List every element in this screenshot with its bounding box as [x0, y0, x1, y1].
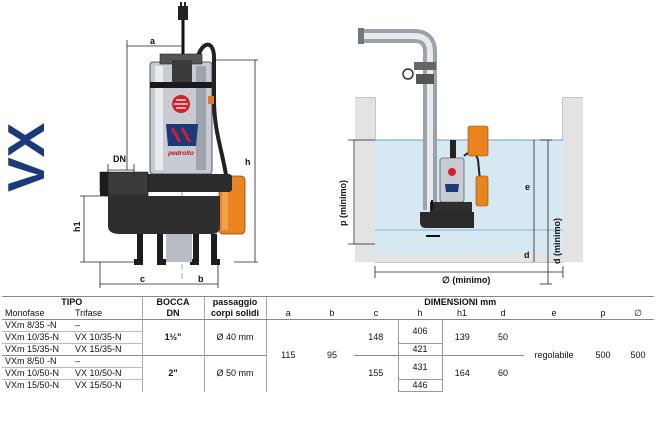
passaggio-value: Ø 50 mm [203, 355, 266, 392]
dim-diam-value: 500 [630, 350, 646, 361]
dim-h1-value: 164 [454, 368, 470, 379]
header-tipo: TIPO [2, 296, 142, 308]
header-h1: h1 [442, 308, 482, 320]
header-d: d [482, 308, 524, 320]
dim-diameter-label: ∅ (minimo) [442, 275, 490, 285]
dim-c-value: 155 [368, 368, 384, 379]
model-mono: VXm 15/35-N [5, 344, 60, 354]
pump-brand-label: pedrollo [167, 150, 194, 157]
dim-p-value: 500 [595, 350, 611, 361]
dim-b-label: b [198, 274, 204, 284]
header-bocca: BOCCA [141, 296, 204, 308]
table-row: VXm 15/50-N VX 15/50-N 446 [2, 379, 654, 392]
passaggio-value: Ø 40 mm [203, 319, 266, 356]
dim-c-label: c [140, 274, 145, 284]
dim-a-value: 115 [265, 319, 310, 392]
dim-d-min-label: d (minimo) [552, 218, 562, 264]
dim-b-value: 95 [326, 350, 337, 361]
header-e: e [524, 308, 584, 320]
header-b: b [310, 308, 354, 320]
vx-logo-text: VX [6, 122, 50, 192]
dim-dn-label: DN [113, 154, 126, 164]
dim-p-label: p (minimo) [338, 180, 348, 226]
header-dimensioni: DIMENSIONI mm [265, 296, 654, 308]
dim-h-value: 421 [397, 343, 443, 356]
pump-elevation-view: pedrollo a h h1 DN c b [72, 2, 258, 288]
dim-h1-label: h1 [72, 221, 82, 232]
header-dn: DN [141, 308, 204, 320]
model-tri: VX 10/50-N [75, 368, 122, 378]
vx-logo: VX [6, 122, 50, 192]
dim-e-label: e [525, 182, 530, 192]
pump-technical-drawing: pedrollo a h h1 DN c b [72, 2, 583, 288]
header-p: p [584, 308, 622, 320]
dim-c-value: 148 [368, 332, 384, 342]
dim-e-value: regolabile [534, 350, 574, 361]
dim-h-value: 446 [397, 379, 443, 392]
sump-installation-view: p (minimo) e d d (minimo) ∅ (minimo) [338, 28, 583, 285]
model-tri: VX 10/35-N [75, 332, 122, 342]
header-monofase: Monofase [2, 308, 72, 320]
model-tri: – [75, 320, 81, 330]
table-row: VXm 8/35 -N – 1½" Ø 40 mm 115 95 148 406… [2, 319, 654, 392]
header-h: h [398, 308, 442, 320]
dim-d-value: 60 [497, 368, 508, 379]
dn-value: 2" [141, 355, 204, 392]
model-tri: – [75, 356, 81, 366]
spec-table: TIPO BOCCA passaggio DIMENSIONI mm Monof… [2, 296, 654, 392]
header-trifase: Trifase [72, 308, 142, 320]
table-subheader-row: Monofase Trifase DN corpi solidi a b c h… [2, 308, 654, 320]
dim-d-value: 50 [497, 332, 508, 342]
header-diam: ∅ [622, 308, 654, 320]
model-mono: VXm 8/50 -N [5, 356, 57, 366]
model-mono: VXm 10/50-N [5, 368, 60, 378]
dim-a-label: a [150, 36, 156, 46]
model-mono: VXm 15/50-N [5, 380, 60, 391]
model-mono: VXm 8/35 -N [5, 320, 57, 330]
table-header-row: TIPO BOCCA passaggio DIMENSIONI mm [2, 296, 654, 308]
dim-h-value: 406 [397, 319, 443, 344]
model-tri: VX 15/35-N [75, 344, 122, 354]
header-a: a [265, 308, 310, 320]
model-tri: VX 15/50-N [75, 380, 122, 391]
dn-value: 1½" [141, 319, 204, 356]
header-corpi: corpi solidi [203, 308, 266, 320]
dim-d-label: d [524, 250, 530, 260]
dim-h1-value: 139 [454, 332, 470, 342]
header-c: c [354, 308, 398, 320]
dim-h-value: 431 [397, 355, 443, 380]
header-passaggio: passaggio [203, 296, 266, 308]
dim-h-label: h [245, 157, 251, 167]
model-mono: VXm 10/35-N [5, 332, 60, 342]
